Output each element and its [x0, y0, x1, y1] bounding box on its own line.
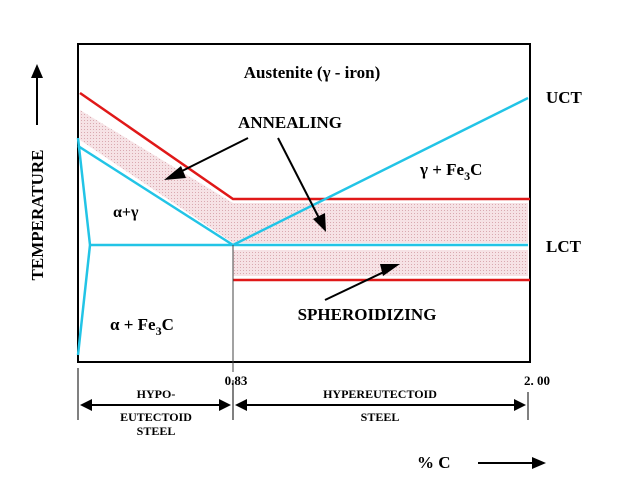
spheroidizing-label: SPHEROIDIZING	[298, 305, 437, 324]
gamma-fe3c-label: γ + Fe3C	[419, 160, 482, 183]
y-axis-arrow	[31, 64, 43, 125]
alpha-fe3c-label: α + Fe3C	[110, 315, 174, 338]
hypo-range-arrow	[80, 399, 231, 411]
hyper-range-arrow	[235, 399, 526, 411]
lct-label: LCT	[546, 237, 582, 256]
uct-label: UCT	[546, 88, 583, 107]
annealing-upper-line	[79, 91, 530, 201]
hypo-label-2: EUTECTOID	[120, 410, 192, 424]
y-axis-label: TEMPERATURE	[28, 150, 47, 281]
austenite-label: Austenite (γ - iron)	[244, 63, 381, 82]
annealing-arrow-left	[164, 137, 249, 180]
x-axis-label: % C	[417, 453, 451, 472]
spheroidizing-arrow	[324, 264, 400, 301]
annealing-band	[80, 110, 528, 243]
alpha-boundary-line	[76, 137, 92, 356]
x-axis-arrow	[478, 457, 546, 469]
alpha-gamma-label: α+γ	[113, 204, 139, 221]
tick-200: 2. 00	[524, 373, 550, 388]
plot-frame	[77, 43, 531, 363]
spheroidizing-band	[233, 250, 528, 276]
tick-083: 0.83	[225, 373, 248, 388]
acm-line	[232, 96, 529, 247]
annealing-arrow-right	[277, 137, 326, 232]
hypo-label-1: HYPO-	[137, 387, 176, 401]
annealing-label: ANNEALING	[238, 113, 342, 132]
a3-line	[77, 144, 234, 247]
hyper-label-1: HYPEREUTECTOID	[323, 387, 437, 401]
hyper-label-2: STEEL	[361, 410, 400, 424]
hypo-label-3: STEEL	[137, 424, 176, 438]
